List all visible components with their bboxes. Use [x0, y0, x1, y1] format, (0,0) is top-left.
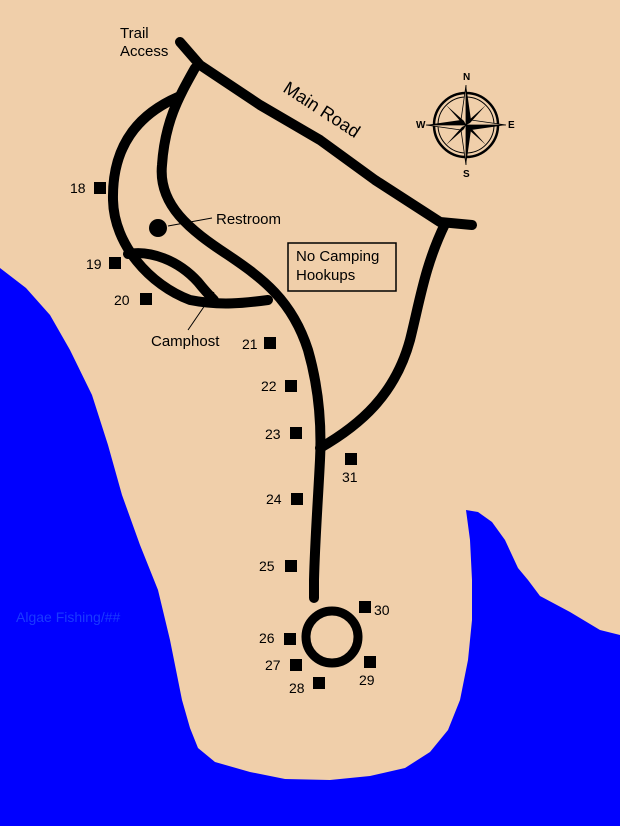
site-18-marker[interactable]	[94, 182, 106, 194]
site-27-label: 27	[265, 657, 281, 673]
site-21-label: 21	[242, 336, 258, 352]
trail-access-label-line2: Access	[120, 43, 168, 60]
compass-south: S	[463, 169, 470, 180]
east-connector-road	[315, 219, 450, 453]
site-24-label: 24	[266, 491, 282, 507]
site-20-marker[interactable]	[140, 293, 152, 305]
site-18-label: 18	[70, 180, 86, 196]
restroom-label: Restroom	[216, 211, 281, 228]
camphost-label: Camphost	[151, 333, 220, 350]
site-30-label: 30	[374, 602, 390, 618]
land-area	[0, 0, 620, 780]
site-31-label: 31	[342, 469, 358, 485]
site-29-label: 29	[359, 672, 375, 688]
site-26-marker[interactable]	[284, 633, 296, 645]
site-28-marker[interactable]	[313, 677, 325, 689]
compass-north: N	[463, 72, 470, 83]
site-28-label: 28	[289, 680, 305, 696]
camphost-leader-line	[187, 291, 215, 331]
site-29-marker[interactable]	[364, 656, 376, 668]
campsites: 18 19 20 21 22 23 24 25 26 27 28 29 30 3…	[70, 180, 390, 696]
site-26-label: 26	[259, 630, 275, 646]
site-22-label: 22	[261, 378, 277, 394]
site-19-marker[interactable]	[109, 257, 121, 269]
west-loop-road	[156, 63, 326, 603]
no-camping-line1: No Camping	[296, 248, 379, 265]
site-25-label: 25	[259, 558, 275, 574]
no-camping-line2: Hookups	[296, 267, 355, 284]
restroom-marker	[149, 219, 167, 237]
watermark-text: Algae Fishing/##	[16, 609, 121, 625]
site-27-marker[interactable]	[290, 659, 302, 671]
restroom-leader-line	[167, 217, 213, 227]
main-road	[175, 37, 477, 230]
no-camping-box	[287, 242, 397, 292]
site-31-marker[interactable]	[345, 453, 357, 465]
site-23-marker[interactable]	[290, 427, 302, 439]
compass-west: W	[416, 120, 426, 131]
site-21-marker[interactable]	[264, 337, 276, 349]
site-19-label: 19	[86, 256, 102, 272]
road-network	[107, 37, 477, 668]
site-24-marker[interactable]	[291, 493, 303, 505]
compass-rose-icon: N S E W	[416, 72, 515, 180]
compass-east: E	[508, 120, 515, 131]
site-23-label: 23	[265, 426, 281, 442]
site-20-label: 20	[114, 292, 130, 308]
site-25-marker[interactable]	[285, 560, 297, 572]
trail-access-label-line1: Trail	[120, 25, 149, 42]
end-turnaround-road	[301, 606, 363, 668]
site-30-marker[interactable]	[359, 601, 371, 613]
outer-west-loop-road	[107, 92, 273, 309]
site-22-marker[interactable]	[285, 380, 297, 392]
